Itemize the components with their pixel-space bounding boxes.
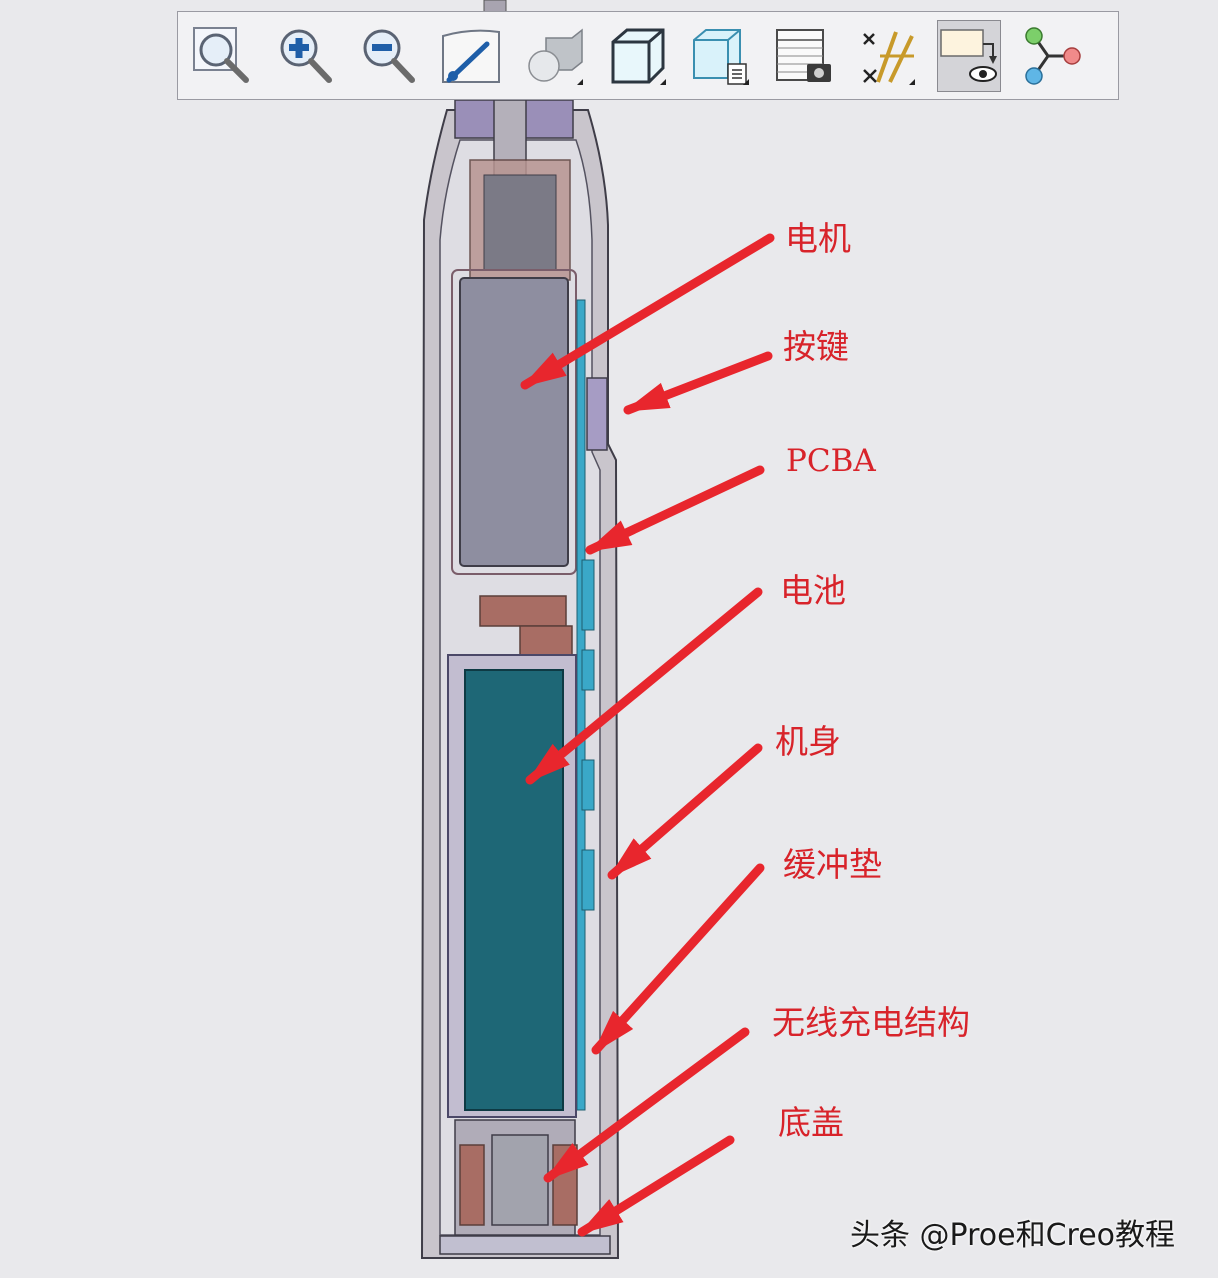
zoom-refit-icon — [193, 26, 249, 83]
callout-pcba: PCBA — [786, 443, 876, 479]
callout-motor: 电机 — [785, 219, 851, 258]
view-manager-button[interactable] — [688, 20, 752, 92]
view-manager-icon — [693, 28, 747, 85]
arrow-button — [623, 351, 773, 415]
view-toolbar — [177, 11, 1119, 100]
pcba-component — [581, 759, 595, 811]
head-fitting-right — [524, 99, 574, 139]
model-tree-button[interactable] — [1020, 20, 1084, 92]
bottom-cap — [439, 1235, 611, 1255]
button-part — [586, 377, 608, 451]
named-views-icon — [776, 28, 831, 82]
zoom-in-icon — [280, 29, 332, 83]
repaint-icon — [442, 29, 500, 83]
charging-coil-left — [459, 1144, 485, 1226]
motor-holder-inner — [483, 174, 557, 271]
zoom-in-button[interactable] — [273, 20, 337, 92]
repaint-button[interactable] — [439, 20, 503, 92]
pcba-component — [581, 849, 595, 911]
saved-orientations-button[interactable] — [605, 20, 669, 92]
datum-display-icon — [863, 30, 914, 83]
motor-frame — [451, 269, 577, 575]
callout-button: 按键 — [783, 327, 849, 366]
datum-display-button[interactable] — [854, 20, 918, 92]
zoom-out-icon — [363, 29, 415, 83]
pcba-board — [576, 299, 586, 1111]
arrow-cushion — [591, 863, 765, 1055]
annotation-display-icon — [940, 28, 997, 82]
annotation-display-button[interactable] — [937, 19, 1001, 92]
arrow-bottom-cover — [577, 1135, 735, 1237]
callout-cushion: 缓冲垫 — [783, 845, 882, 884]
model-tree-icon — [1025, 26, 1081, 85]
arrow-motor — [520, 233, 775, 390]
head-fitting-left — [454, 99, 496, 139]
motor-body — [459, 277, 569, 567]
saved-orientations-icon — [611, 28, 665, 83]
battery-cell — [464, 669, 564, 1111]
display-style-icon — [528, 27, 583, 82]
zoom-out-button[interactable] — [356, 20, 420, 92]
callout-body: 机身 — [775, 722, 841, 761]
pcba-component — [581, 649, 595, 691]
charging-core — [491, 1134, 549, 1226]
arrow-pcba — [585, 465, 765, 555]
named-views-button[interactable] — [771, 20, 835, 92]
callout-wireless-charging: 无线充电结构 — [772, 1003, 970, 1042]
watermark-text: 头条 @Proe和Creo教程 — [850, 1218, 1176, 1253]
callout-battery: 电池 — [780, 571, 846, 610]
pcba-component — [581, 559, 595, 631]
display-style-button[interactable] — [522, 20, 586, 92]
arrow-battery — [525, 587, 763, 785]
callout-bottom-cover: 底盖 — [778, 1103, 844, 1142]
callout-arrows — [520, 233, 775, 1237]
arrow-wireless-charging — [543, 1027, 750, 1183]
arrow-body — [607, 743, 763, 880]
coupling-copper — [479, 595, 567, 627]
zoom-refit-button[interactable] — [190, 20, 254, 92]
